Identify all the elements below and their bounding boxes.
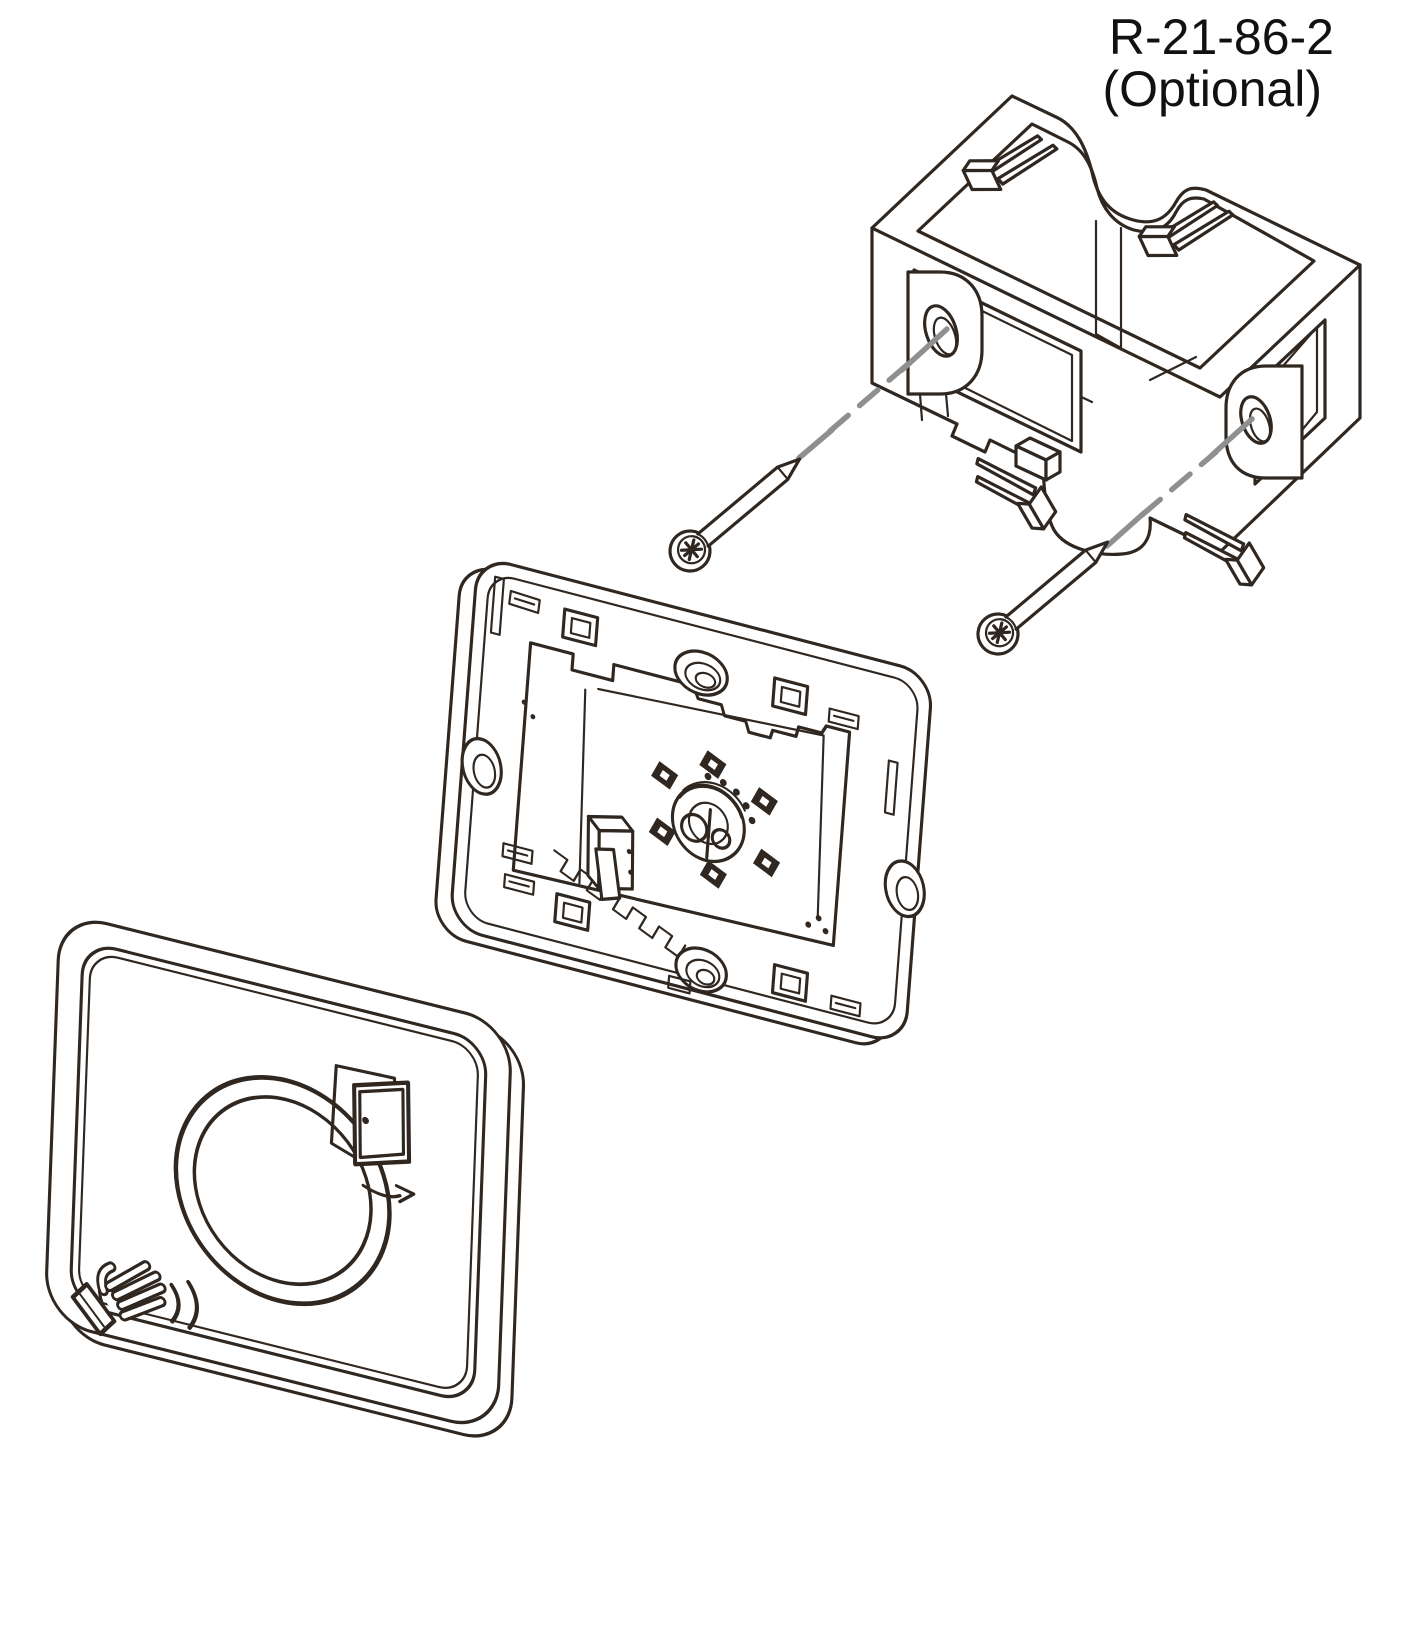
ir-sensor [670, 772, 756, 864]
hand-wave-icon [70, 1260, 167, 1337]
sensor-ring [173, 1075, 392, 1307]
screw-guides [796, 326, 1255, 549]
optional-label: (Optional) [1102, 61, 1322, 117]
back-box-right-lug [1224, 364, 1304, 480]
back-box [870, 94, 1362, 592]
mode-switch [586, 814, 635, 902]
plate-screw-bosses [460, 649, 926, 994]
sensor-frame-plate [434, 561, 933, 1046]
door-open-icon [329, 1064, 416, 1204]
front-cover-plate [45, 920, 526, 1438]
sound-wave-icon [169, 1279, 199, 1330]
mounting-screw-right [968, 525, 1123, 664]
mounting-screw-left [660, 442, 815, 581]
part-number-label: R-21-86-2 [1109, 9, 1334, 65]
